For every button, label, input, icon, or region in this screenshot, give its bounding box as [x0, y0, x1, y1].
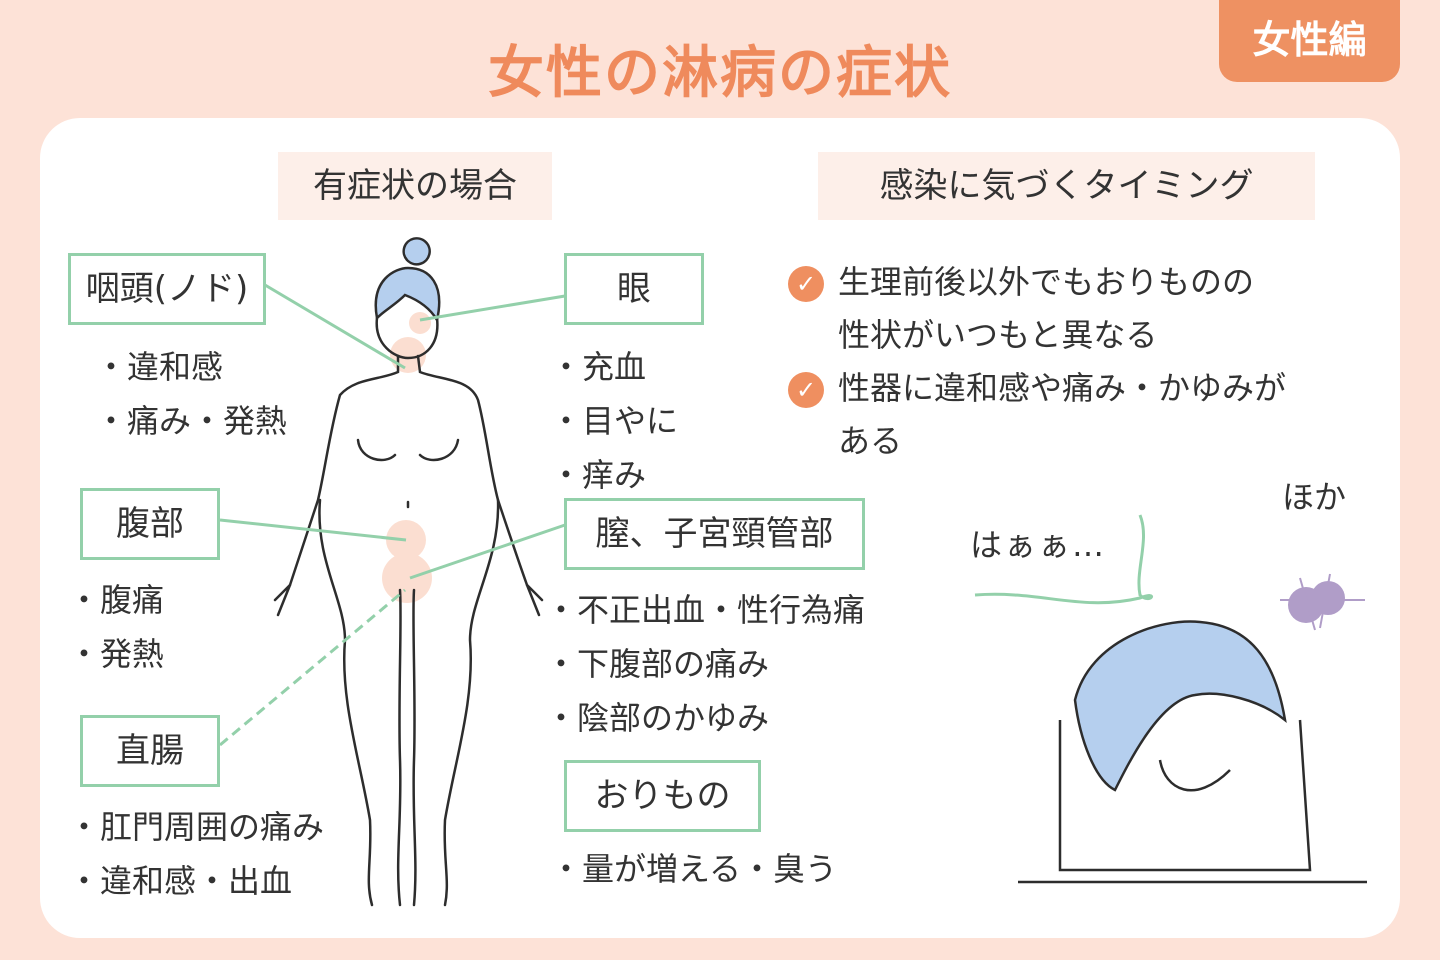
vagina-symptom: 不正出血・性行為痛	[545, 583, 865, 637]
eye-marker	[409, 312, 431, 334]
timing-item: ある	[838, 422, 903, 460]
sigh-text: はぁぁ…	[970, 526, 1107, 564]
label-vagina-cervix: 膣、子宮頸管部	[564, 498, 865, 570]
page-title: 女性の淋病の症状	[488, 41, 952, 106]
timing-item: 性状がいつもと異なる	[838, 316, 1158, 354]
label-eye: 眼	[564, 253, 704, 325]
section-heading-timing: 感染に気づくタイミング	[818, 152, 1315, 220]
vagina-marker	[382, 553, 432, 603]
throat-symptom: 痛み・発熱	[95, 394, 287, 448]
eye-symptom: 目やに	[550, 394, 678, 448]
troubled-woman-illustration	[1018, 620, 1367, 884]
rectum-symptom: 肛門周囲の痛み	[68, 800, 324, 854]
label-throat: 咽頭(ノド)	[68, 253, 266, 325]
label-rectum: 直腸	[80, 715, 220, 787]
callout-lines	[219, 283, 1153, 747]
label-discharge: おりもの	[564, 760, 761, 832]
label-abdomen: 腹部	[80, 488, 220, 560]
section-heading-symptomatic: 有症状の場合	[278, 152, 552, 220]
abdomen-symptom: 腹痛	[68, 573, 164, 627]
throat-symptom: 違和感	[95, 340, 287, 394]
abdomen-symptom: 発熱	[68, 627, 164, 681]
timing-item: 性器に違和感や痛み・かゆみが	[838, 369, 1287, 407]
vagina-symptom: 下腹部の痛み	[545, 637, 865, 691]
rectum-symptom: 違和感・出血	[68, 854, 324, 908]
discharge-symptom: 量が増える・臭う	[550, 842, 837, 896]
speech-tail	[974, 514, 1153, 605]
timing-item: 生理前後以外でもおりものの	[838, 263, 1255, 301]
category-badge: 女性編	[1219, 0, 1400, 82]
germ-icon	[1280, 573, 1365, 631]
check-icon: ✓	[788, 372, 824, 408]
woman-body-outline	[273, 237, 544, 907]
eye-symptom: 痒み	[550, 448, 678, 502]
timing-checklist: ✓ 生理前後以外でもおりものの 性状がいつもと異なる ✓ 性器に違和感や痛み・かゆみ…	[788, 256, 1286, 468]
other-note: ほか	[1282, 478, 1347, 516]
check-icon: ✓	[788, 266, 824, 302]
eye-symptom: 充血	[550, 340, 678, 394]
vagina-symptom: 陰部のかゆみ	[545, 691, 865, 745]
